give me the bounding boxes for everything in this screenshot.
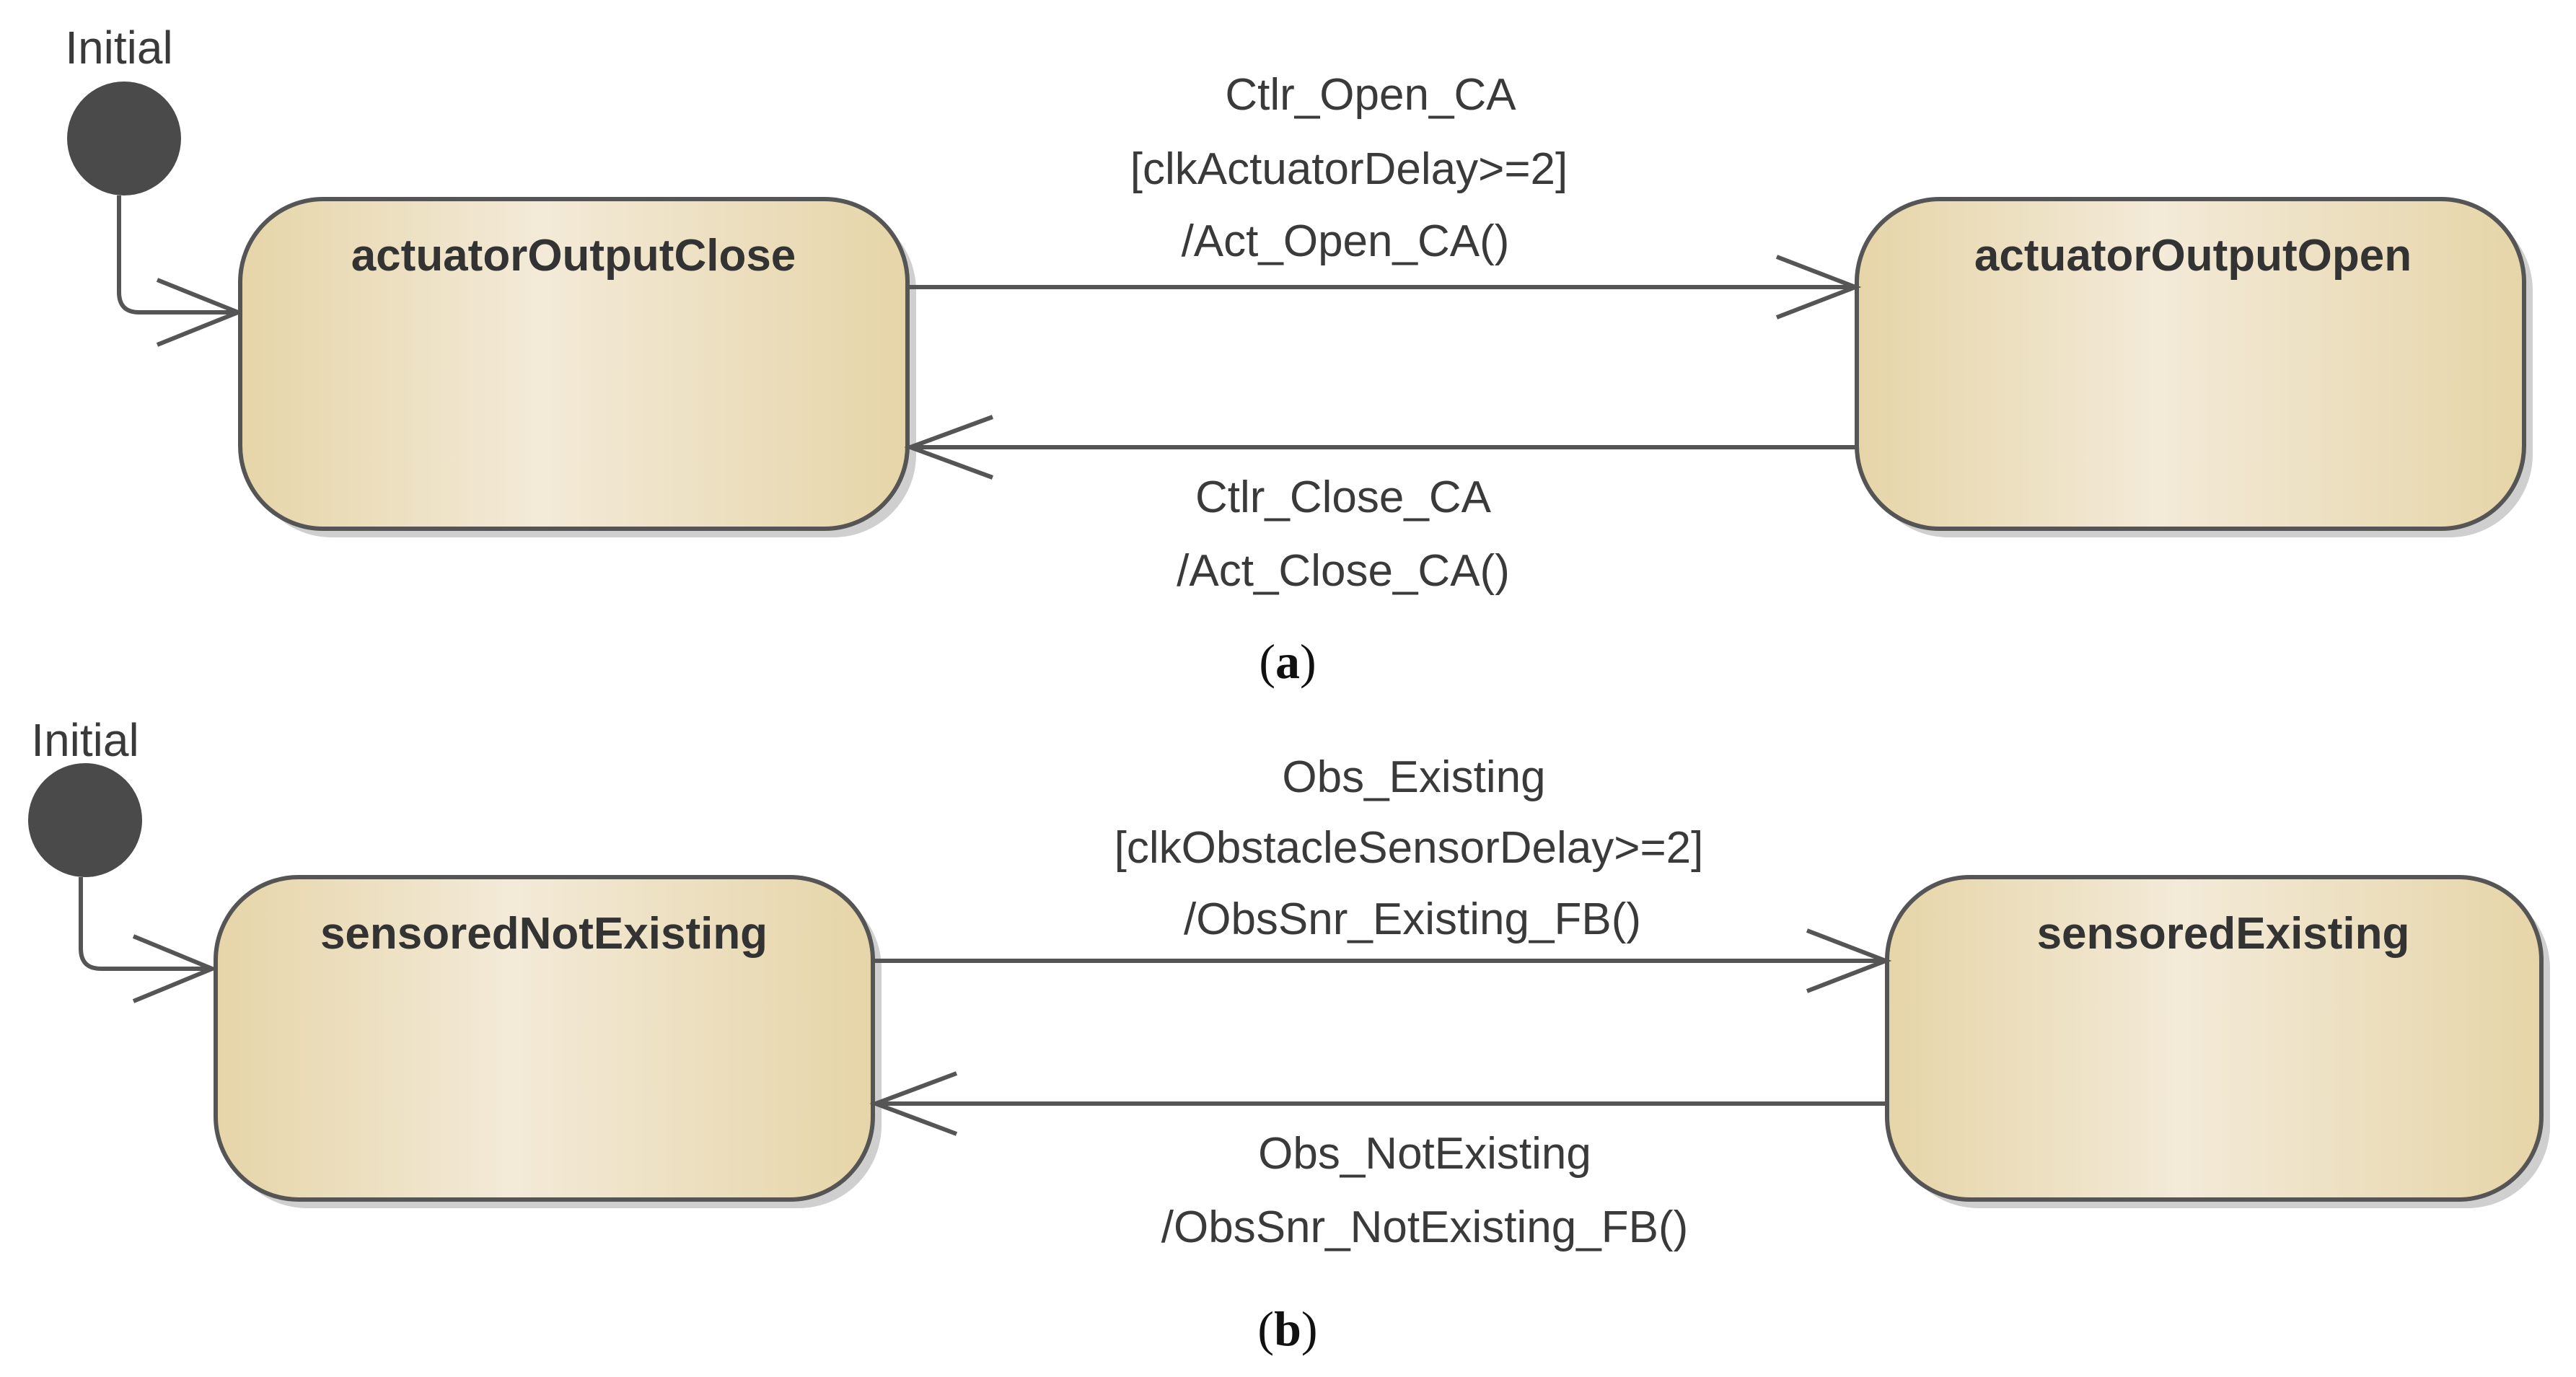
- transition-existing-event: Obs_Existing: [1282, 752, 1545, 802]
- transition-open-action: /Act_Open_CA(): [1182, 216, 1510, 266]
- initial-label-b: Initial: [31, 714, 139, 766]
- diagram-a: Initial actuatorOutputClose actuatorOutp…: [65, 22, 2533, 689]
- transition-open-event: Ctlr_Open_CA: [1225, 70, 1516, 120]
- initial-node-a[interactable]: [67, 82, 181, 195]
- state-actuator-output-close[interactable]: [238, 197, 910, 531]
- arrowhead-not-existing: [869, 1071, 958, 1136]
- state-name-actuator-output-open: actuatorOutputOpen: [1974, 231, 2412, 281]
- arrowhead-open: [1775, 255, 1862, 320]
- transition-not-existing-action: /ObsSnr_NotExisting_FB(): [1161, 1202, 1688, 1252]
- state-sensored-not-existing[interactable]: [214, 875, 875, 1202]
- initial-arrowhead-b: [132, 934, 218, 1003]
- state-actuator-output-open[interactable]: [1855, 197, 2526, 531]
- caption-a: (a): [1259, 634, 1316, 689]
- state-name-sensored-existing: sensoredExisting: [2037, 909, 2410, 959]
- transition-not-existing-event: Obs_NotExisting: [1258, 1129, 1591, 1179]
- diagram-b: Initial sensoredNotExisting sensoredExis…: [28, 714, 2550, 1356]
- state-name-sensored-not-existing: sensoredNotExisting: [320, 909, 768, 959]
- transition-existing-guard: [clkObstacleSensorDelay>=2]: [1115, 823, 1704, 873]
- initial-transition-b: [79, 877, 212, 971]
- transition-close-action: /Act_Close_CA(): [1177, 546, 1510, 596]
- arrowhead-existing: [1806, 928, 1892, 993]
- initial-transition-a: [117, 195, 238, 314]
- state-sensored-existing[interactable]: [1885, 875, 2544, 1202]
- caption-b: (b): [1257, 1301, 1317, 1356]
- transition-close-event: Ctlr_Close_CA: [1195, 472, 1492, 522]
- state-name-actuator-output-close: actuatorOutputClose: [351, 231, 796, 281]
- transition-existing-action: /ObsSnr_Existing_FB(): [1184, 894, 1641, 944]
- initial-label-a: Initial: [65, 22, 172, 74]
- arrowhead-close: [904, 415, 994, 480]
- transition-open-guard: [clkActuatorDelay>=2]: [1130, 144, 1568, 194]
- initial-node-b[interactable]: [28, 763, 142, 877]
